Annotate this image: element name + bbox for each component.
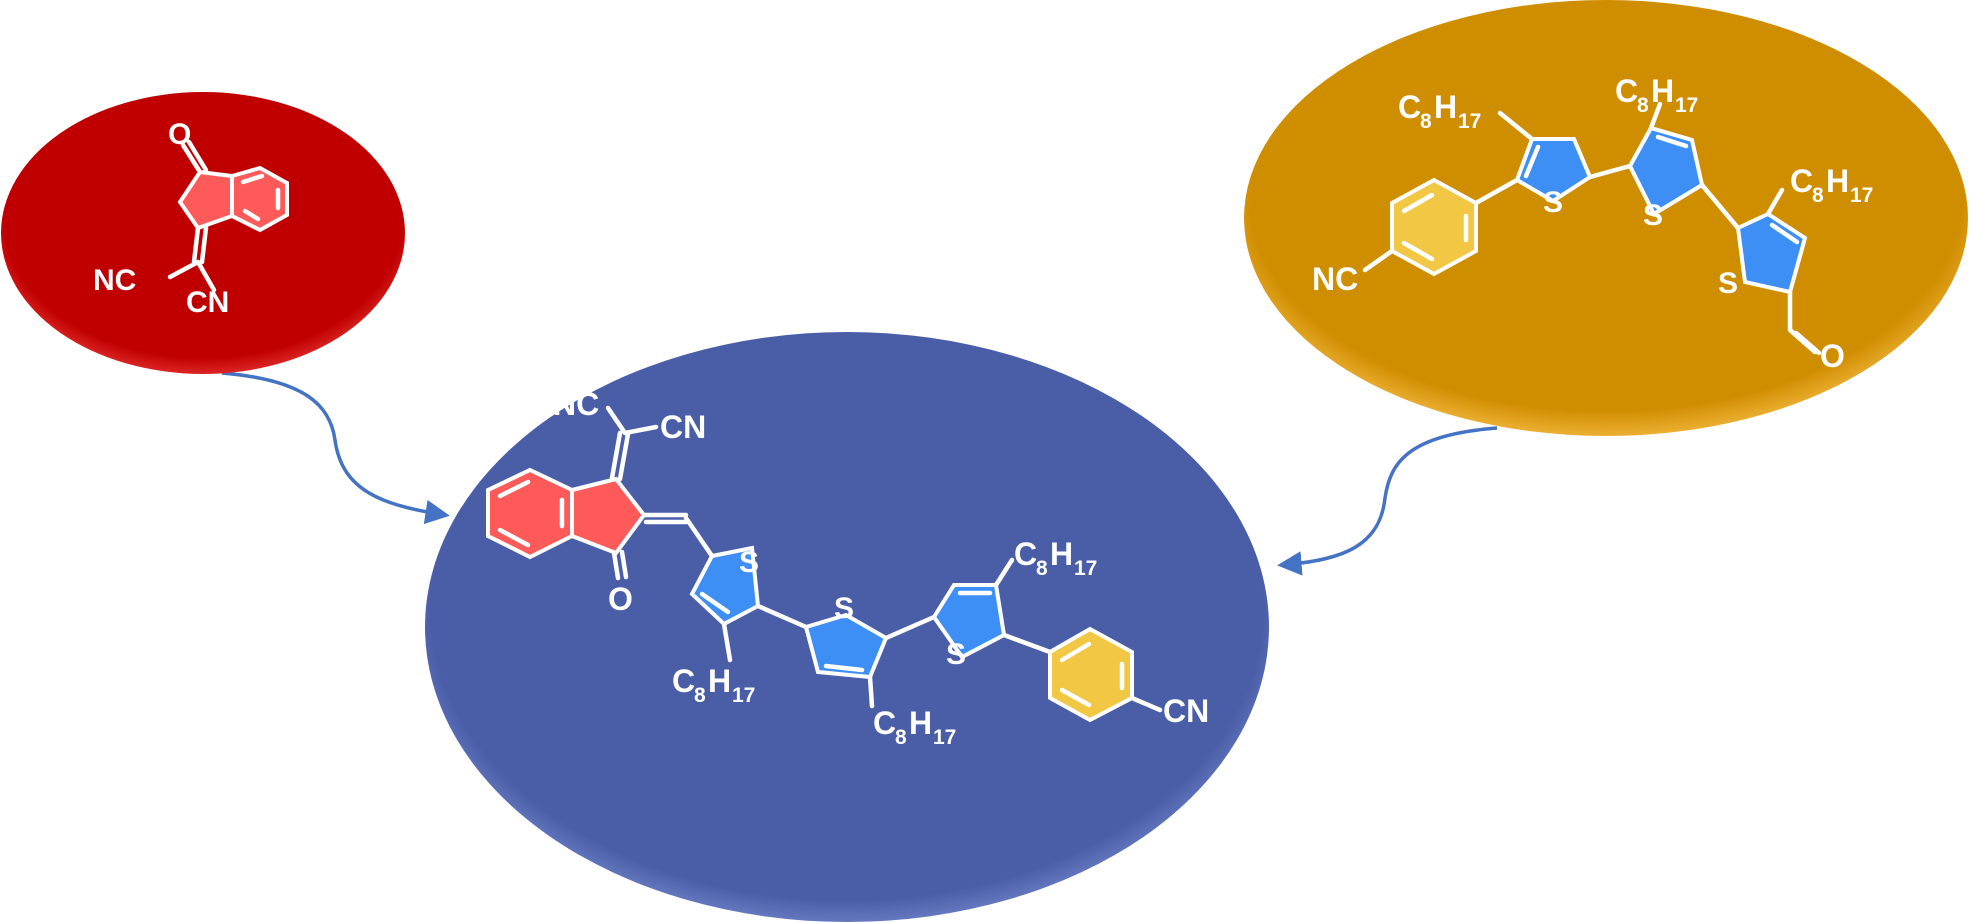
donor-c8h17-c: C 8 H 17 [1790,163,1873,207]
product-thiophene-1 [689,545,761,627]
arrow-donor-to-product [1277,426,1498,576]
svg-text:17: 17 [1675,94,1698,117]
acceptor-cn-label: CN [186,286,229,319]
product-cn-top-label: CN [660,409,706,445]
svg-text:C: C [873,705,896,741]
donor-molecule: NC S C 8 H 17 S C 8 H 17 S C [1244,0,1968,436]
donor-aldehyde-o-label: O [1820,338,1845,374]
donor-c8h17-b: C 8 H 17 [1615,73,1698,117]
svg-text:8: 8 [1036,557,1048,580]
product-s2-label: S [834,592,854,625]
acceptor-nc-label: NC [93,264,136,297]
product-c8h17-c: C 8 H 17 [1014,536,1097,580]
svg-text:H: H [1434,89,1457,125]
svg-text:H: H [708,663,731,699]
product-indanone-five-ring [570,476,647,556]
svg-text:C: C [672,663,695,699]
product-nc-label: NC [553,386,599,422]
product-oxygen-label: O [608,581,633,617]
donor-c8h17-a: C 8 H 17 [1398,89,1481,133]
svg-text:H: H [1826,163,1849,199]
svg-text:H: H [909,705,932,741]
svg-text:8: 8 [694,684,706,707]
svg-text:C: C [1790,163,1813,199]
svg-text:17: 17 [1850,184,1873,207]
donor-s3-label: S [1718,267,1738,300]
svg-text:8: 8 [895,726,907,749]
product-thiophene-2 [803,612,889,680]
svg-text:H: H [1050,536,1073,572]
product-indanone-benzene [486,467,574,560]
svg-text:8: 8 [1637,94,1649,117]
product-s1-label: S [739,546,759,579]
svg-text:17: 17 [732,684,755,707]
svg-text:H: H [1651,73,1674,109]
product-s3-label: S [946,638,966,671]
acceptor-oxygen-label: O [168,118,191,151]
svg-text:C: C [1398,89,1421,125]
product-molecule: NC CN O S C 8 H 17 S C 8 [425,332,1269,922]
product-cn-end-label: CN [1163,693,1209,729]
svg-text:17: 17 [933,726,956,749]
product-c8h17-a: C 8 H 17 [672,663,755,707]
svg-text:C: C [1615,73,1638,109]
acceptor-ellipse [1,92,405,374]
svg-text:8: 8 [1420,110,1432,133]
donor-s2-label: S [1643,199,1663,232]
acceptor-molecule: O NC CN [1,92,405,374]
product-thiophene-3 [931,583,1007,660]
svg-text:17: 17 [1458,110,1481,133]
svg-text:17: 17 [1074,557,1097,580]
arrow-acceptor-to-product [221,371,450,525]
donor-ellipse [1244,0,1968,436]
acceptor-five-ring [177,169,234,231]
donor-thiophene-2 [1627,125,1705,217]
donor-nc-label: NC [1312,261,1358,297]
product-c8h17-b: C 8 H 17 [873,705,956,749]
svg-text:8: 8 [1812,184,1824,207]
svg-text:C: C [1014,536,1037,572]
donor-s1-label: S [1543,186,1563,219]
